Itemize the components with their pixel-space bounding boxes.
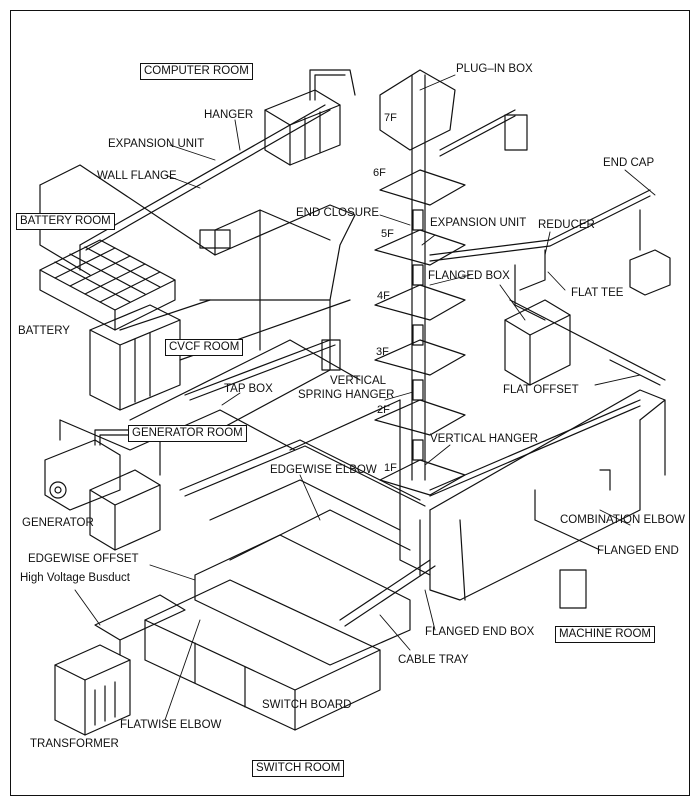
- label-hanger: HANGER: [204, 109, 254, 121]
- floor-label-2f: 2F: [377, 404, 390, 416]
- label-edgewise-elbow: EDGEWISE ELBOW: [270, 464, 377, 476]
- label-combination-elbow: COMBINATION ELBOW: [560, 514, 686, 526]
- label-generator: GENERATOR: [22, 517, 94, 529]
- label-vertical-hanger: VERTICAL HANGER: [430, 433, 538, 445]
- label-vertical-spring-hanger-line1: VERTICAL: [330, 375, 387, 387]
- floor-label-4f: 4F: [377, 290, 390, 302]
- label-flanged-box: FLANGED BOX: [428, 270, 510, 282]
- label-battery: BATTERY: [18, 325, 70, 337]
- label-edgewise-offset: EDGEWISE OFFSET: [28, 553, 139, 565]
- diagram-frame: [10, 10, 690, 796]
- label-tap-box: TAP BOX: [224, 383, 273, 395]
- riser-shaft: [374, 69, 528, 496]
- label-end-cap: END CAP: [603, 157, 655, 169]
- label-expansion-unit-top: EXPANSION UNIT: [108, 138, 205, 150]
- battery-racks: [39, 239, 176, 331]
- room-label-switch: SWITCH ROOM: [252, 760, 345, 777]
- label-flanged-end-box: FLANGED END BOX: [425, 626, 535, 638]
- switch-room-equipment: [144, 439, 436, 731]
- label-cable-tray: CABLE TRAY: [398, 654, 469, 666]
- upper-right-run: [429, 189, 671, 386]
- leader-lines: [74, 74, 656, 721]
- label-end-closure: END CLOSURE: [296, 207, 380, 219]
- label-high-voltage-busduct: High Voltage Busduct: [20, 572, 130, 584]
- cvcf-cabinets: [89, 304, 341, 411]
- floor-label-1f: 1F: [384, 462, 397, 474]
- floor-label-5f: 5F: [381, 228, 394, 240]
- label-transformer: TRANSFORMER: [30, 738, 119, 750]
- label-expansion-unit-riser: EXPANSION UNIT: [430, 217, 527, 229]
- floor-label-7f: 7F: [384, 112, 397, 124]
- floor-label-3f: 3F: [376, 346, 389, 358]
- label-plug-in-box: PLUG–IN BOX: [456, 63, 533, 75]
- computer-room-equipment: [79, 69, 356, 271]
- label-vertical-spring-hanger-line2: SPRING HANGER: [298, 389, 395, 401]
- label-flat-tee: FLAT TEE: [571, 287, 624, 299]
- transformer-equipment: [54, 594, 186, 736]
- room-label-battery: BATTERY ROOM: [16, 213, 115, 230]
- room-label-cvcf: CVCF ROOM: [165, 339, 244, 356]
- generator-equipment: [44, 429, 161, 551]
- room-label-computer: COMPUTER ROOM: [140, 63, 253, 80]
- label-switch-board: SWITCH BOARD: [262, 699, 352, 711]
- label-flat-offset: FLAT OFFSET: [503, 384, 579, 396]
- room-label-machine: MACHINE ROOM: [555, 626, 655, 643]
- floor-label-6f: 6F: [373, 167, 386, 179]
- machine-room-run: [429, 399, 641, 609]
- label-wall-flange: WALL FLANGE: [97, 170, 177, 182]
- room-label-generator: GENERATOR ROOM: [128, 425, 247, 442]
- label-reducer: REDUCER: [538, 219, 595, 231]
- label-flanged-end: FLANGED END: [597, 545, 679, 557]
- label-flatwise-elbow: FLATWISE ELBOW: [120, 719, 222, 731]
